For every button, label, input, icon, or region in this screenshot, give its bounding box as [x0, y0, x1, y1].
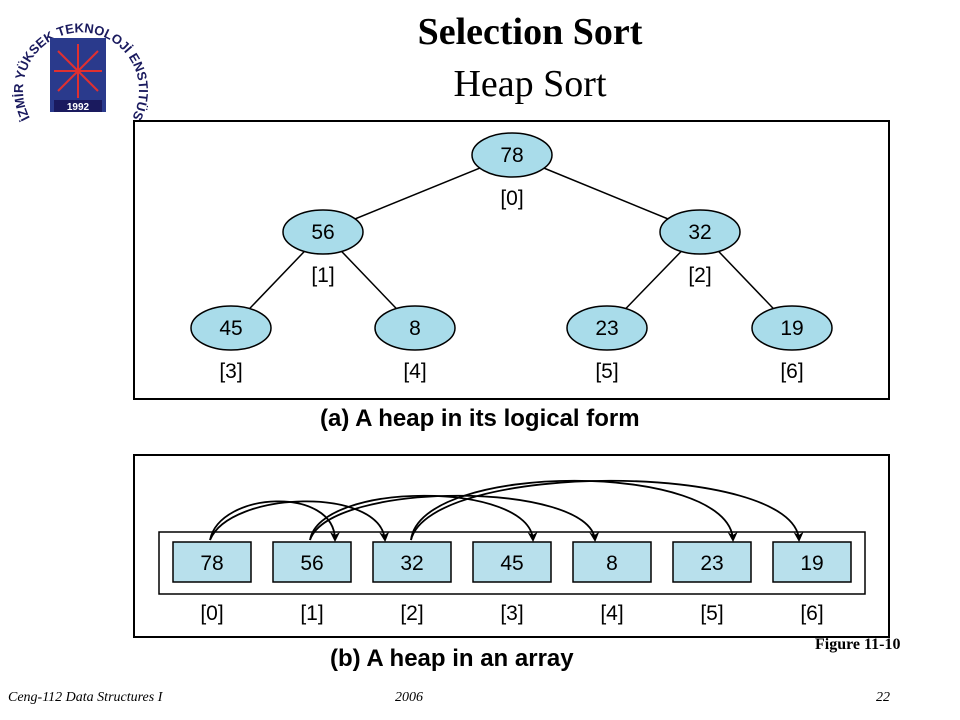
heap-array-diagram: 78 [0] 56 [1] 32 [2] 45 [3] 8 [4] 23 [5] 19 [6]: [158, 479, 866, 625]
heap-logical-panel: 78 [0] 56 [1] 32 [2] 45 [3] 8 [4] 23 [5] 19 [6]: [133, 120, 890, 400]
arrow-2-to-6: [410, 479, 804, 542]
array-cell-box: [172, 541, 252, 583]
array-cell-value: 78: [200, 552, 223, 575]
arrow-1-to-4: [309, 494, 600, 542]
array-cell-2: 32 [2]: [372, 541, 452, 625]
array-cell-index: [2]: [400, 602, 423, 625]
arrow-0-to-1: [209, 500, 340, 542]
array-cell-value: 19: [800, 552, 823, 575]
tree-node-index: [1]: [311, 264, 334, 287]
array-cell-box: [472, 541, 552, 583]
array-cell-value: 23: [700, 552, 723, 575]
array-cell-value: 56: [300, 552, 323, 575]
array-cell-3: 45 [3]: [472, 541, 552, 625]
tree-node-5: 23 [5]: [566, 305, 648, 383]
tree-node-ellipse: [566, 305, 648, 351]
figure-label: Figure 11-10: [815, 636, 901, 653]
footer-page-number: 22: [876, 690, 890, 705]
tree-node-ellipse: [190, 305, 272, 351]
tree-node-6: 19 [6]: [751, 305, 833, 383]
array-cell-index: [3]: [500, 602, 523, 625]
tree-node-value: 19: [780, 317, 803, 340]
tree-node-value: 8: [409, 317, 421, 340]
tree-node-value: 78: [500, 144, 523, 167]
tree-node-ellipse: [659, 209, 741, 255]
heap-tree-diagram: 78 [0] 56 [1] 32 [2] 45 [3] 8 [4] 23 [5] 19 [6]: [190, 132, 833, 383]
array-cell-0: 78 [0]: [172, 541, 252, 625]
tree-node-index: [5]: [595, 360, 618, 383]
arrow-0-to-2: [209, 500, 390, 542]
tree-node-index: [3]: [219, 360, 242, 383]
slide-title: Selection Sort: [417, 11, 643, 53]
tree-node-ellipse: [751, 305, 833, 351]
logo-year: 1992: [67, 102, 90, 113]
tree-node-3: 45 [3]: [190, 305, 272, 383]
tree-node-1: 56 [1]: [282, 209, 364, 287]
tree-node-value: 56: [311, 221, 334, 244]
tree-node-index: [4]: [403, 360, 426, 383]
tree-node-2: 32 [2]: [659, 209, 741, 287]
array-cell-value: 32: [400, 552, 423, 575]
tree-node-ellipse: [471, 132, 553, 178]
array-cell-index: [1]: [300, 602, 323, 625]
footer-course: Ceng-112 Data Structures I: [8, 690, 163, 705]
array-cell-box: [572, 541, 652, 583]
tree-node-value: 32: [688, 221, 711, 244]
tree-node-4: 8 [4]: [374, 305, 456, 383]
heap-array-panel: 78 [0] 56 [1] 32 [2] 45 [3] 8 [4] 23 [5] 19 [6]: [133, 454, 890, 638]
array-cell-index: [4]: [600, 602, 623, 625]
array-cell-box: [772, 541, 852, 583]
array-cell-index: [0]: [200, 602, 223, 625]
tree-node-index: [2]: [688, 264, 711, 287]
tree-node-ellipse: [282, 209, 364, 255]
array-cell-1: 56 [1]: [272, 541, 352, 625]
caption-array-form: (b) A heap in an array: [330, 645, 574, 672]
array-cell-value: 8: [606, 552, 618, 575]
array-cell-value: 45: [500, 552, 523, 575]
arrow-1-to-3: [309, 494, 538, 542]
footer-year: 2006: [395, 690, 423, 705]
slide-subtitle: Heap Sort: [453, 63, 607, 105]
array-cell-5: 23 [5]: [672, 541, 752, 625]
tree-node-index: [6]: [780, 360, 803, 383]
array-cell-4: 8 [4]: [572, 541, 652, 625]
array-cell-index: [5]: [700, 602, 723, 625]
array-cell-6: 19 [6]: [772, 541, 852, 625]
arrow-2-to-5: [410, 479, 738, 542]
tree-node-value: 23: [595, 317, 618, 340]
tree-node-0: 78 [0]: [471, 132, 553, 210]
tree-node-value: 45: [219, 317, 242, 340]
caption-logical-form: (a) A heap in its logical form: [320, 405, 640, 432]
array-cell-box: [272, 541, 352, 583]
tree-node-ellipse: [374, 305, 456, 351]
tree-node-index: [0]: [500, 187, 523, 210]
array-cell-box: [372, 541, 452, 583]
iyte-logo: İZMİR YÜKSEK TEKNOLOJİ ENSTİTÜSÜ 1992: [8, 6, 148, 123]
array-cell-box: [672, 541, 752, 583]
array-cell-index: [6]: [800, 602, 823, 625]
